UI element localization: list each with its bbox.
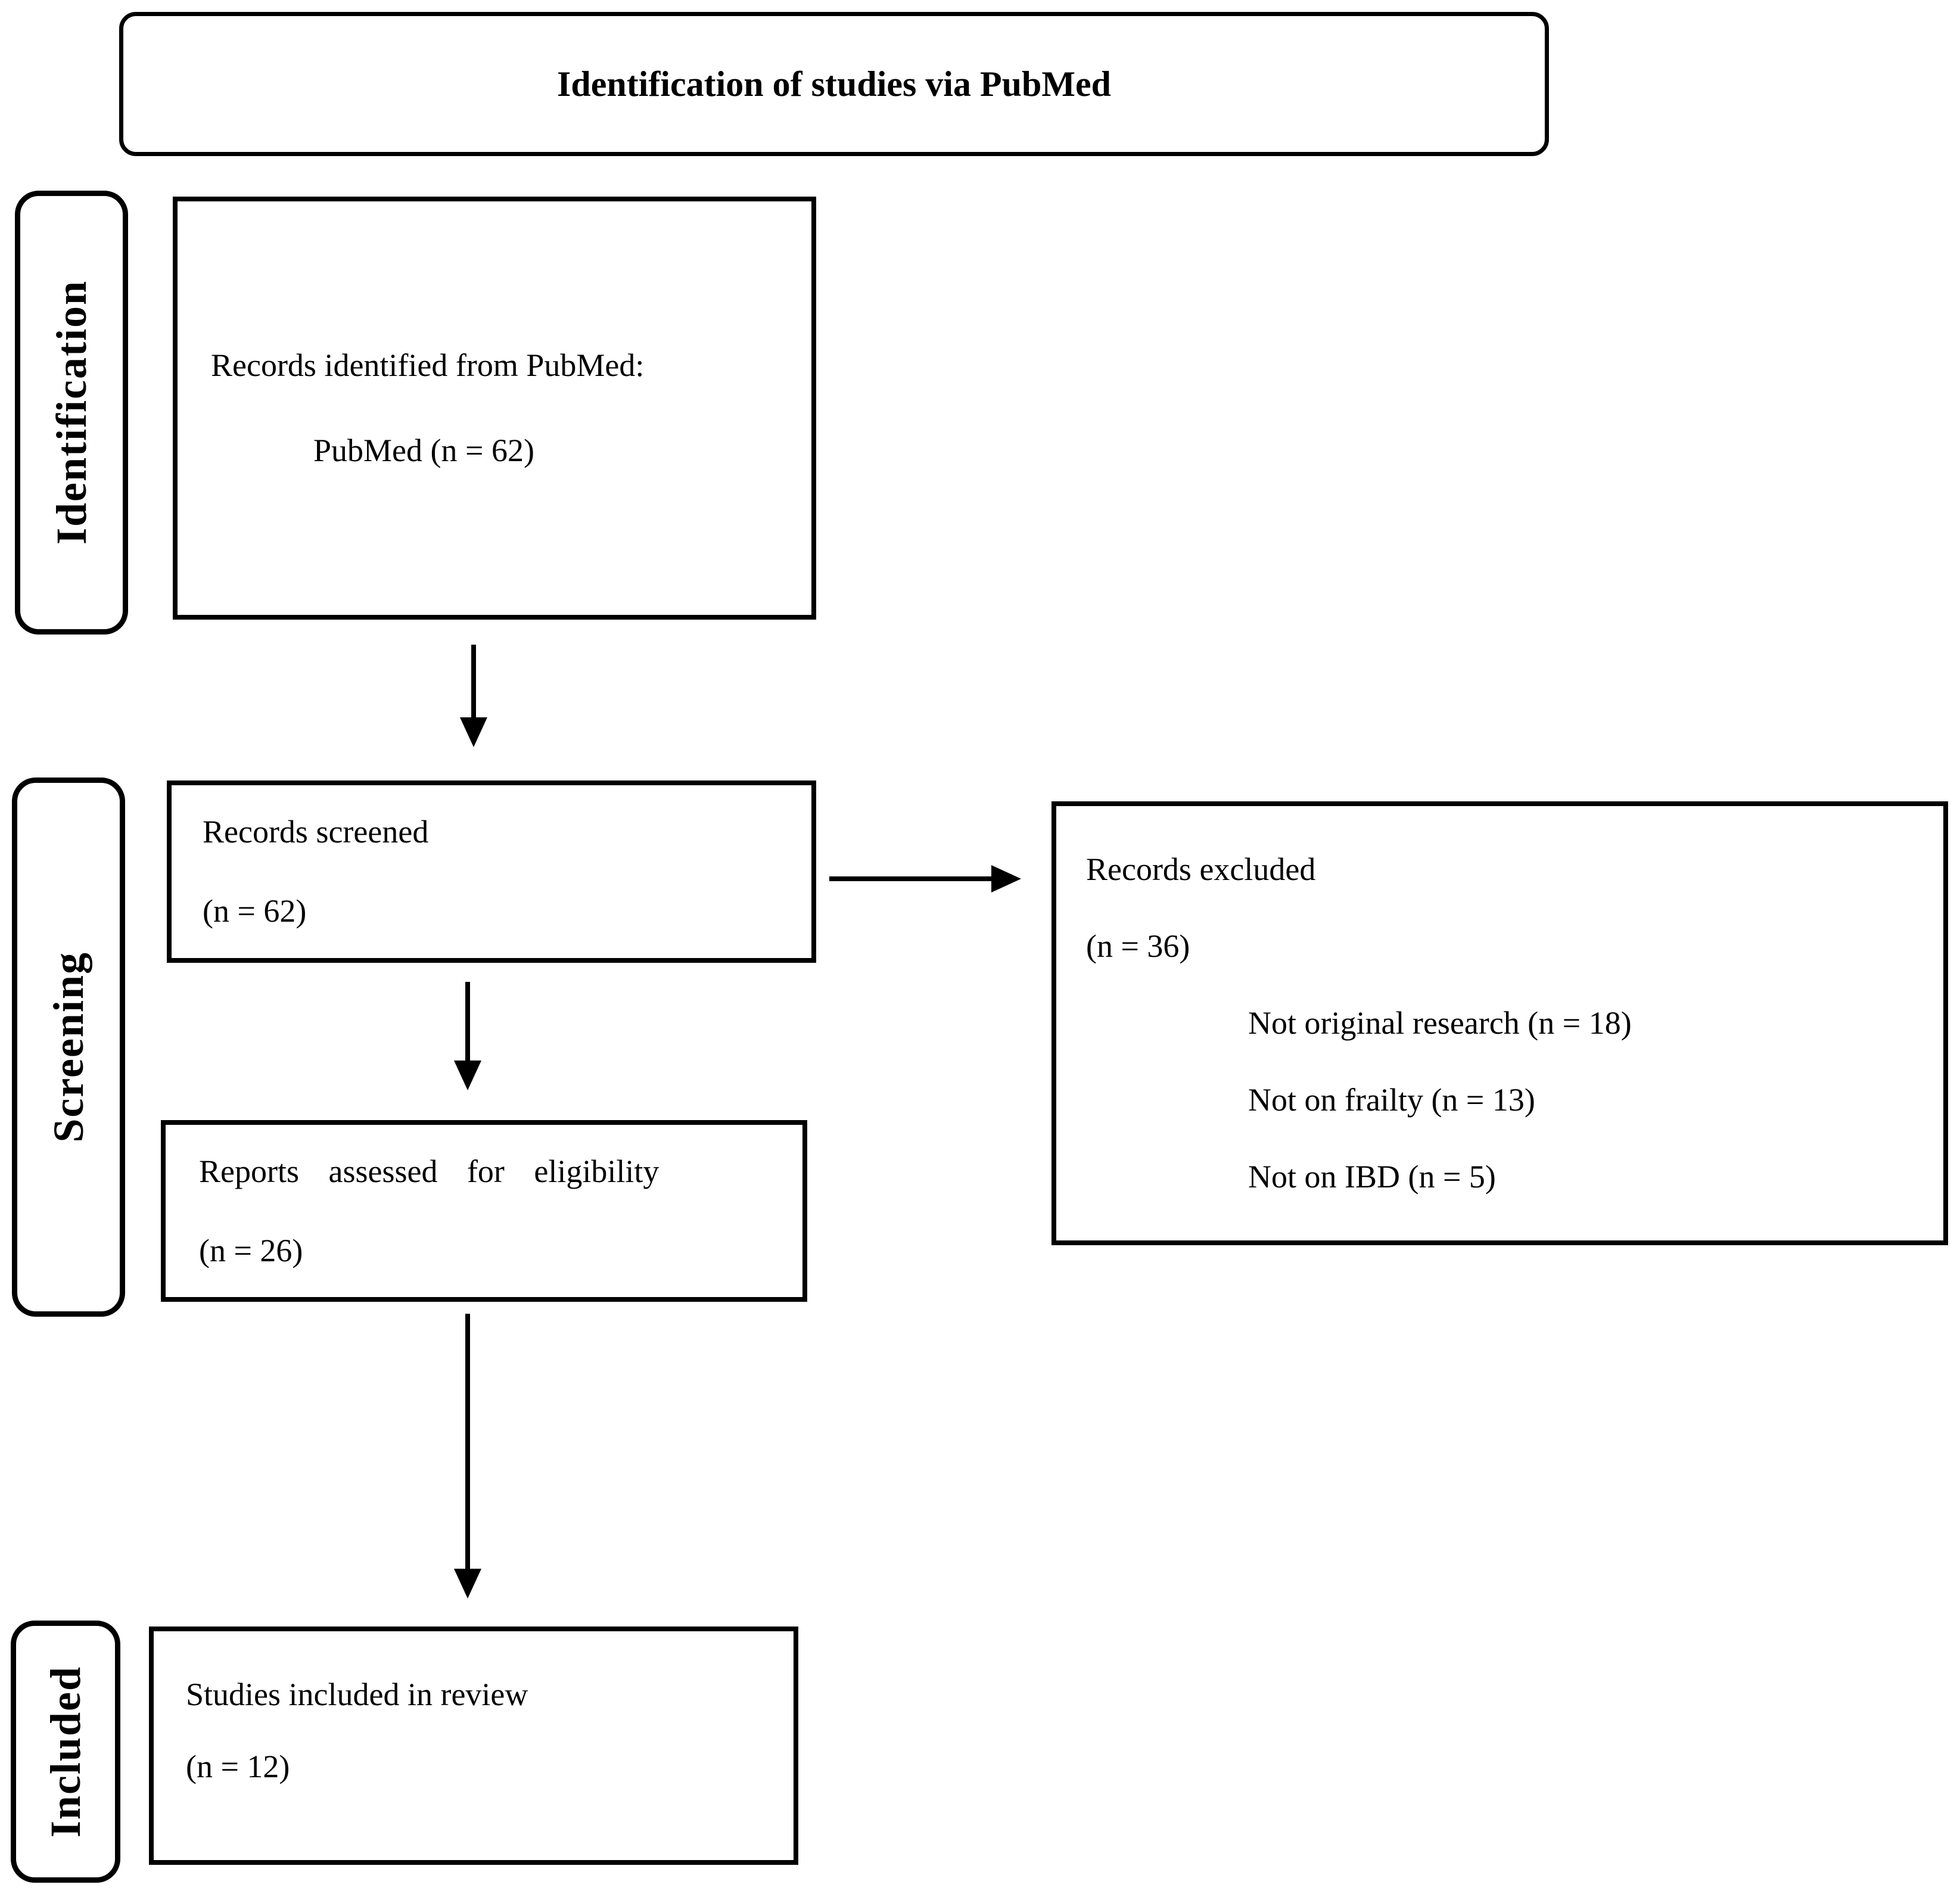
arrow-shaft (465, 982, 470, 1062)
stage-label-included: Included (11, 1621, 120, 1883)
excluded-reason: Not original research (n = 18) (1248, 1005, 1632, 1041)
arrow-head-down-icon (454, 1061, 481, 1090)
header-title: Identification of studies via PubMed (556, 64, 1112, 104)
reports-assessed-line2: (n = 26) (199, 1232, 303, 1268)
records-identified-line1: Records identified from PubMed: (211, 347, 645, 384)
arrow-shaft (829, 876, 993, 881)
stage-label-identification: Identification (15, 191, 128, 635)
records-screened-line2: (n = 62) (203, 893, 307, 929)
arrow-shaft (465, 1314, 470, 1570)
reports-assessed-line1: Reports assessed for eligibility (199, 1153, 659, 1189)
records-excluded-line2: (n = 36) (1086, 928, 1190, 965)
records-excluded-line1: Records excluded (1086, 851, 1316, 888)
excluded-reason: Not on frailty (n = 13) (1248, 1081, 1535, 1118)
arrow-assessed-to-included (454, 1314, 481, 1599)
arrow-screened-to-excluded (829, 862, 1021, 895)
box-studies-included: Studies included in review (n = 12) (149, 1627, 798, 1865)
box-records-excluded: Records excluded (n = 36) Not original r… (1051, 801, 1948, 1245)
arrow-head-down-icon (454, 1569, 481, 1599)
box-records-identified: Records identified from PubMed: PubMed (… (173, 197, 816, 620)
records-screened-line1: Records screened (203, 814, 429, 850)
excluded-reason: Not on IBD (n = 5) (1248, 1158, 1496, 1195)
arrow-shaft (471, 645, 476, 719)
header-box: Identification of studies via PubMed (119, 12, 1549, 156)
stage-label-included-text: Included (41, 1665, 89, 1838)
arrow-screened-to-assessed (454, 982, 481, 1090)
studies-included-line1: Studies included in review (186, 1677, 528, 1712)
box-records-screened: Records screened (n = 62) (167, 780, 816, 963)
box-reports-assessed: Reports assessed for eligibility (n = 26… (161, 1120, 807, 1302)
stage-label-screening: Screening (12, 778, 125, 1317)
stage-label-identification-text: Identification (47, 280, 95, 545)
studies-included-line2: (n = 12) (186, 1748, 290, 1784)
arrow-identified-to-screened (460, 645, 487, 747)
arrow-head-right-icon (991, 865, 1021, 892)
stage-label-screening-text: Screening (44, 951, 92, 1143)
records-identified-line2: PubMed (n = 62) (313, 433, 534, 468)
arrow-head-down-icon (460, 717, 487, 747)
